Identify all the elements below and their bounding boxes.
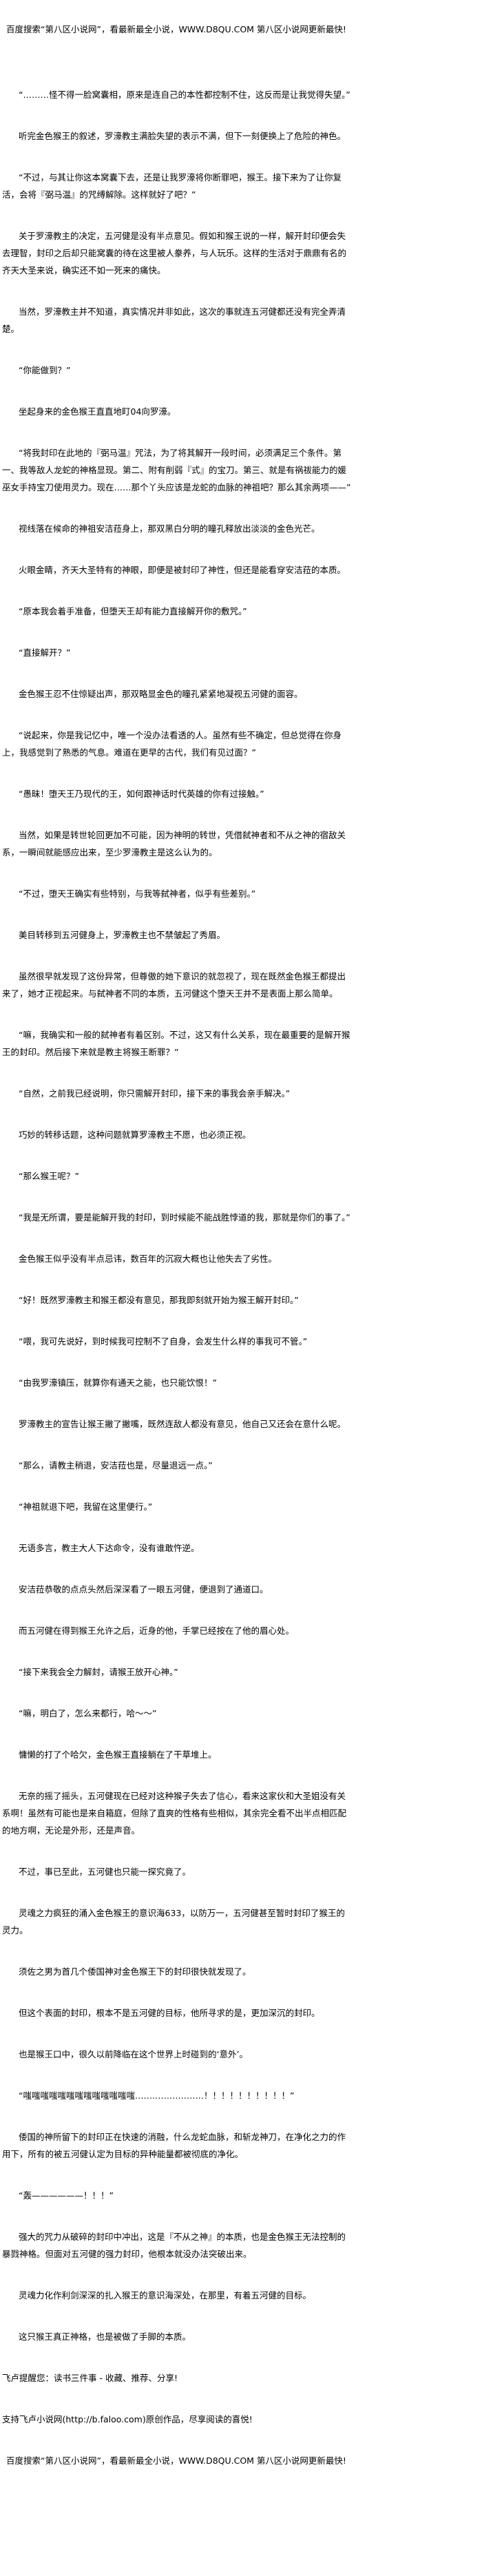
site-banner-top: 百度搜索“第八区小说网”，看最新最全小说，WWW.D8QU.COM 第八区小说网… bbox=[6, 24, 346, 34]
paragraph: 倭国的神所留下的封印正在快速的消融，什么龙蛇血脉，和斩龙神刀，在净化之力的作用下… bbox=[2, 2132, 346, 2159]
paragraph: 罗濠教主的宣告让猴王撇了撇嘴，既然连敌人都没有意见，他自己又还会在意什么呢。 bbox=[19, 1419, 346, 1429]
paragraph: 金色猴王忍不住惊疑出声，那双略显金色的瞳孔紧紧地凝视五河健的面容。 bbox=[19, 689, 303, 699]
paragraph: 但这个表面的封印，根本不是五河健的目标，他所寻求的是，更加深沉的封印。 bbox=[19, 2008, 320, 2018]
paragraph: “愚昧！堕天王乃现代的王，如何跟神话时代英雄的你有过接触。” bbox=[19, 789, 264, 799]
paragraph: “说起来，你是我记忆中，唯一个没办法看透的人。虽然有些不确定，但总觉得在你身上，… bbox=[2, 730, 342, 758]
paragraph: 视线落在候命的神祖安洁菈身上，那双黑白分明的瞳孔释放出淡淡的金色光芒。 bbox=[19, 523, 320, 534]
paragraph: “由我罗濠镇压，就算你有通天之能，也只能饮恨！” bbox=[19, 1378, 217, 1388]
paragraph: 也是猴王口中，很久以前降临在这个世界上时碰到的‘意外’。 bbox=[19, 2049, 248, 2059]
paragraph: “轰——————！！！” bbox=[19, 2190, 114, 2201]
paragraph: 关于罗濠教主的决定，五河健是没有半点意见。假如和猴王说的一样，解开封印便会失去理… bbox=[2, 231, 347, 276]
paragraph: 虽然很早就发现了这份异常，但尊傲的她下意识的就忽视了，现在既然金色猴王都提出来了… bbox=[2, 971, 346, 999]
paragraph: 不过，事已至此，五河健也只能一探究竟了。 bbox=[19, 1867, 191, 1877]
chapter-page: 百度搜索“第八区小说网”，看最新最全小说，WWW.D8QU.COM 第八区小说网… bbox=[2, 24, 353, 2466]
paragraph: 安洁菈恭敬的点点头然后深深看了一眼五河健，便退到了通道口。 bbox=[19, 1584, 269, 1595]
paragraph: 灵魂之力疯狂的涌入金色猴王的意识海633，以防万一，五河健甚至暂时封印了猴王的灵… bbox=[2, 1908, 345, 1935]
paragraph: 巧妙的转移话题，这种问题就算罗濠教主不愿，也必须正视。 bbox=[19, 1130, 251, 1140]
paragraph: “喂，我可先说好，到时候我可控制不了自身，会发生什么样的事我可不管。” bbox=[19, 1336, 308, 1347]
faloo-reminder: 飞卢提醒您：读书三件事 - 收藏、推荐、分享! bbox=[2, 2373, 178, 2383]
chapter-body: “………怪不得一脸窝囊相，原来是连自己的本性都控制不住，这反而是让我觉得失望。”… bbox=[2, 86, 353, 2345]
paragraph: “你能做到？” bbox=[19, 365, 71, 375]
paragraph: 美目转移到五河健身上，罗濠教主也不禁皱起了秀眉。 bbox=[19, 930, 226, 940]
paragraph: “那么猴王呢？” bbox=[19, 1171, 79, 1181]
paragraph: “………怪不得一脸窝囊相，原来是连自己的本性都控制不住，这反而是让我觉得失望。” bbox=[19, 90, 350, 100]
paragraph: 强大的咒力从破碎的封印中冲出，这是『不从之神』的本质，也是金色猴王无法控制的暴戮… bbox=[2, 2232, 346, 2259]
paragraph: 当然，罗濠教主并不知道，真实情况并非如此，这次的事就连五河健都还没有完全弄清楚。 bbox=[2, 307, 346, 334]
paragraph: “不过，堕天王确实有些特别，与我等弑神者，似乎有些差别。” bbox=[19, 889, 256, 899]
paragraph: “神祖就退下吧，我留在这里便行。” bbox=[19, 1502, 153, 1512]
paragraph: “将我封印在此地的『弼马温』咒法，为了将其解开一段时间，必须满足三个条件。第一、… bbox=[2, 448, 351, 492]
paragraph: “原本我会着手准备，但堕天王却有能力直接解开你的敷咒。” bbox=[19, 606, 247, 616]
paragraph: “好！既然罗濠教主和猴王都没有意见，那我即刻就开始为猴王解开封印。” bbox=[19, 1295, 299, 1305]
paragraph: 金色猴王似乎没有半点忌讳，数百年的沉寂大概也让他失去了劣性。 bbox=[19, 1254, 277, 1264]
paragraph: “直接解开？” bbox=[19, 647, 71, 658]
paragraph: 慵懒的打了个哈欠，金色猴王直接躺在了干草堆上。 bbox=[19, 1749, 217, 1760]
paragraph: 火眼金睛，齐天大圣特有的神眼，即便是被封印了神性，但还是能看穿安洁菈的本质。 bbox=[19, 565, 346, 575]
faloo-support-link[interactable]: 支持飞卢小说网(http://b.faloo.com)原创作品，尽享阅读的喜悦! bbox=[2, 2414, 253, 2424]
paragraph: 而五河健在得到猴王允许之后，近身的他，手掌已经按在了他的眉心处。 bbox=[19, 1625, 295, 1636]
paragraph: “我是无所谓，要是能解开我的封印，到时候能不能战胜悖道的我，那就是你们的事了。” bbox=[19, 1212, 350, 1223]
paragraph: “那么，请教主稍退，安洁菈也是，尽量退远一点。” bbox=[19, 1460, 213, 1471]
site-banner-bottom: 百度搜索“第八区小说网”，看最新最全小说，WWW.D8QU.COM 第八区小说网… bbox=[6, 2455, 346, 2466]
paragraph: 须佐之男为首几个倭国神对金色猴王下的封印很快就发现了。 bbox=[19, 1966, 251, 1977]
paragraph: “接下来我会全力解封，请猴王放开心神。” bbox=[19, 1667, 178, 1677]
paragraph: “不过，与其让你这本窝囊下去，还是让我罗濠将你断罪吧，猴王。接下来为了让你复活，… bbox=[2, 172, 342, 200]
paragraph: “嘛，明白了，怎么来都行，哈～～” bbox=[19, 1708, 157, 1718]
paragraph: “嗤嗤嗤嗤嗤嗤嗤嗤嗤嗤嗤嗤嗤……………………！！！！！！！！！！” bbox=[19, 2090, 295, 2101]
paragraph: “自然，之前我已经说明，你只需解开封印，接下来的事我会亲手解决。” bbox=[19, 1088, 291, 1099]
paragraph: “嘛，我确实和一般的弑神者有着区别。不过，这又有什么关系，现在最重要的是解开猴王… bbox=[2, 1030, 350, 1057]
paragraph: 无奈的摇了摇头，五河健现在已经对这种猴子失去了信心，看来这家伙和大圣姐没有关系啊… bbox=[2, 1791, 347, 1836]
paragraph: 听完金色猴王的叙述，罗濠教主满脸失望的表示不满，但下一刻便换上了危险的神色。 bbox=[19, 131, 346, 141]
paragraph: 当然，如果是转世轮回更加不可能，因为神明的转世，凭借弑神者和不从之神的宿敌关系，… bbox=[2, 830, 346, 858]
paragraph: 这只猴王真正神格，也是被做了手脚的本质。 bbox=[19, 2331, 191, 2342]
paragraph: 灵魂力化作利剑深深的扎入猴王的意识海深处，在那里，有着五河健的目标。 bbox=[19, 2290, 312, 2300]
paragraph: 无语多言，教主大人下达命令，没有谁敢忤逆。 bbox=[19, 1543, 200, 1553]
paragraph: 坐起身来的金色猴王直直地盯04向罗濠。 bbox=[19, 406, 176, 417]
